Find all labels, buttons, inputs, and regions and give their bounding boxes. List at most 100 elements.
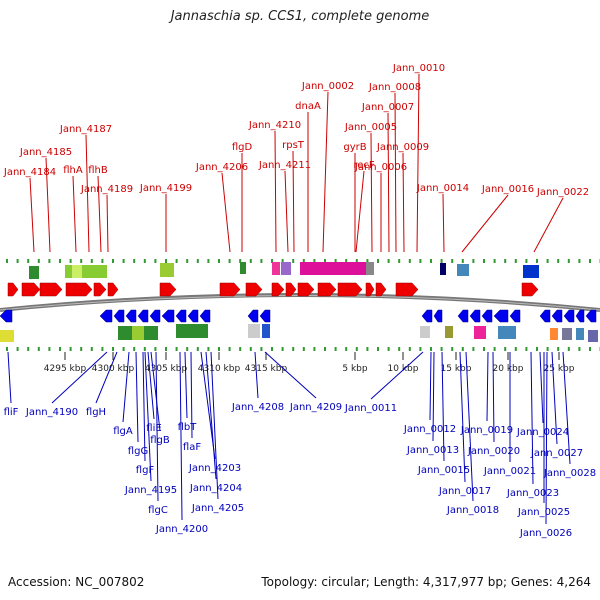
top-tick-mark [239, 259, 242, 263]
top-gene-label: Jann_4199 [139, 183, 192, 194]
top-tick-mark [377, 259, 379, 263]
bottom-tick-mark [292, 347, 295, 351]
top-tick-mark [27, 259, 30, 263]
bottom-gene-label: flgH [86, 407, 106, 418]
bottom-gene-label: Jann_0015 [417, 465, 470, 476]
forward-gene-arrow [159, 282, 177, 297]
bottom-gene-label: Jann_4200 [155, 524, 208, 535]
reverse-gene-arrow [433, 309, 443, 323]
bottom-feature-block [248, 324, 260, 338]
bottom-tick-mark [578, 347, 581, 351]
reverse-gene-arrow [563, 309, 575, 323]
bottom-feature-block [498, 326, 516, 339]
kbp-tick-label: 4315 kbp [245, 364, 288, 374]
bottom-gene-label: flgA [113, 426, 133, 437]
bottom-gene-leader [486, 351, 489, 422]
kbp-tick-label: 4305 kbp [145, 364, 188, 374]
bottom-tick-mark [302, 347, 305, 351]
top-tick-mark [249, 259, 252, 263]
bottom-tick-mark [313, 347, 316, 351]
forward-gene-arrow [521, 282, 539, 297]
forward-gene-arrow [245, 282, 263, 297]
bottom-gene-leader [432, 351, 435, 442]
bottom-tick-mark [207, 347, 210, 351]
bottom-gene-label: Jann_4204 [189, 483, 242, 494]
top-gene-label: Jann_0008 [368, 82, 421, 93]
top-tick-mark [59, 259, 61, 263]
bottom-gene-label: fliE [146, 423, 161, 434]
bottom-gene-label: flaF [183, 442, 201, 453]
top-tick-mark [80, 259, 83, 263]
reverse-gene-arrow [125, 309, 137, 323]
reverse-gene-arrow [457, 309, 469, 323]
top-gene-leader [355, 170, 365, 253]
bottom-feature-block [576, 328, 584, 340]
bottom-gene-leader [155, 351, 159, 502]
top-tick-mark [578, 259, 581, 263]
bottom-feature-block [474, 326, 486, 339]
bottom-gene-label: Jann_0028 [543, 468, 596, 479]
bottom-gene-label: Jann_4208 [231, 402, 284, 413]
top-tick-mark [313, 259, 316, 263]
top-tick-mark [589, 259, 591, 263]
bottom-gene-leader [459, 351, 466, 483]
bottom-gene-label: Jann_0024 [516, 427, 569, 438]
top-tick-mark [165, 259, 167, 263]
bottom-gene-leader [545, 351, 548, 525]
bottom-tick-mark [546, 347, 549, 351]
reverse-gene-arrow [551, 309, 563, 323]
top-tick-mark [514, 259, 517, 263]
reverse-gene-arrow [247, 309, 259, 323]
bottom-tick-mark [324, 347, 326, 351]
bottom-gene-label: flbT [178, 422, 198, 433]
bottom-gene-label: Jann_0019 [460, 425, 513, 436]
bottom-tick-mark [80, 347, 83, 351]
top-gene-leader [106, 194, 109, 253]
bottom-gene-label: flgC [148, 505, 168, 516]
top-tick-mark [324, 259, 326, 263]
top-gene-label: flgD [232, 142, 253, 153]
bottom-gene-leader [7, 351, 12, 404]
bottom-gene-label: Jann_0025 [517, 507, 570, 518]
top-gene-leader [416, 73, 420, 253]
bottom-gene-label: Jann_0020 [467, 446, 520, 457]
bottom-gene-label: Jann_0027 [530, 448, 583, 459]
forward-gene-arrow [107, 282, 119, 297]
top-gene-leader [442, 193, 445, 253]
genome-backbone-highlight [0, 295, 600, 311]
bottom-tick-mark [387, 347, 390, 351]
bottom-gene-label: Jann_0011 [344, 403, 397, 414]
bottom-gene-leader [210, 351, 219, 500]
reverse-gene-arrow [481, 309, 493, 323]
reverse-gene-arrow [175, 309, 187, 323]
genome-summary-text: Topology: circular; Length: 4,317,977 bp… [261, 575, 591, 589]
top-gene-leader [45, 157, 51, 253]
top-gene-leader [402, 152, 405, 253]
reverse-gene-arrow [99, 309, 113, 323]
top-gene-label: Jann_0009 [376, 142, 429, 153]
top-tick-mark [186, 259, 189, 263]
bottom-tick-mark [451, 347, 454, 351]
top-tick-mark [48, 259, 51, 263]
bottom-feature-block [176, 324, 208, 338]
top-gene-label: Jann_0014 [416, 183, 469, 194]
bottom-tick-mark [59, 347, 61, 351]
bottom-tick-mark [525, 347, 528, 351]
top-gene-label: gyrB [343, 142, 366, 153]
top-gene-label: Jann_4185 [19, 147, 72, 158]
bottom-tick-mark [37, 347, 40, 351]
bottom-tick-mark [165, 347, 167, 351]
bottom-tick-mark [239, 347, 242, 351]
reverse-gene-arrow [161, 309, 175, 323]
bottom-feature-block [420, 326, 430, 338]
bottom-gene-leader [190, 351, 193, 439]
top-tick-mark [101, 259, 104, 263]
kbp-tick-label: 4310 kbp [198, 364, 241, 374]
bottom-gene-label: Jann_4209 [289, 402, 342, 413]
forward-gene-arrow [317, 282, 337, 297]
forward-gene-arrow [271, 282, 285, 297]
bottom-tick-mark [112, 347, 114, 351]
kbp-tick-label: 4295 kbp [44, 364, 87, 374]
top-tick-mark [493, 259, 496, 263]
